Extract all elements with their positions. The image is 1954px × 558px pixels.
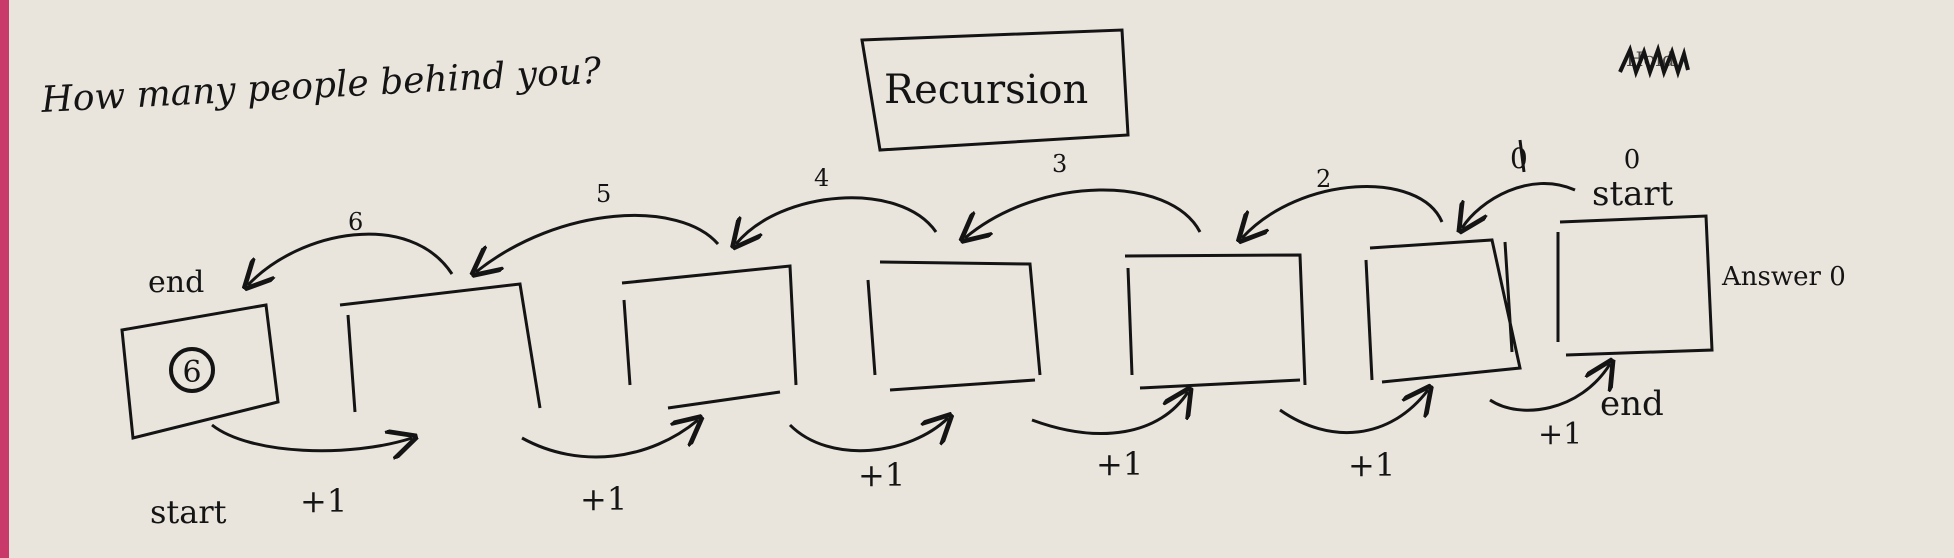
bottom-arrow-1: [211, 423, 412, 451]
top-label-1: 6: [348, 208, 363, 236]
title-box: Recursion: [860, 28, 1130, 152]
top-label-2: 5: [596, 180, 611, 208]
bottom-inc-5: +1: [1348, 446, 1395, 484]
bottom-inc-6: +1: [1538, 417, 1582, 452]
bottom-end-label: end: [1600, 384, 1664, 424]
box-1: 6: [120, 303, 280, 440]
answer-label: Answer 0: [1721, 262, 1846, 292]
bottom-arrow-6: [1489, 364, 1610, 412]
bottom-arrow-4: [1031, 392, 1188, 435]
scribble-label: Hold: [1626, 47, 1675, 71]
top-arrow-5: [1242, 185, 1444, 238]
box-4: [866, 260, 1042, 392]
bottom-arrows: [211, 364, 1610, 459]
top-label-3: 4: [814, 164, 829, 192]
top-label-6-strike: [1518, 139, 1526, 173]
bottom-start-label: start: [150, 493, 227, 531]
top-end-label: end: [148, 265, 204, 300]
paper-edge: [0, 0, 9, 558]
title-text: Recursion: [884, 67, 1088, 113]
bottom-arrow-3: [788, 418, 948, 453]
box-3: [621, 264, 798, 410]
top-start-label: start: [1592, 174, 1674, 214]
top-arrow-2: [476, 213, 720, 272]
question-text: How many people behind you?: [39, 51, 603, 121]
box-6: [1364, 238, 1522, 384]
top-arrow-6: [1462, 182, 1576, 228]
bottom-inc-3: +1: [858, 456, 905, 494]
scribble-mark: Hold: [1618, 43, 1690, 79]
bottom-arrow-5: [1279, 390, 1428, 435]
bottom-inc-4: +1: [1096, 445, 1143, 483]
first-box-value: 6: [182, 355, 201, 390]
bottom-arrow-2: [521, 420, 698, 459]
top-label-5: 2: [1316, 165, 1331, 193]
top-start-value: 0: [1624, 145, 1641, 175]
value-circle: [169, 347, 215, 393]
box-5: [1124, 253, 1307, 390]
box-2: [339, 282, 542, 413]
bottom-inc-1: +1: [300, 482, 347, 520]
top-arrow-4: [965, 188, 1202, 238]
top-label-4: 3: [1052, 150, 1067, 178]
top-arrow-1: [248, 232, 454, 285]
bottom-inc-2: +1: [580, 480, 627, 518]
box-7: [1556, 214, 1714, 357]
top-arrows: [248, 182, 1576, 285]
top-arrow-3: [736, 196, 938, 244]
